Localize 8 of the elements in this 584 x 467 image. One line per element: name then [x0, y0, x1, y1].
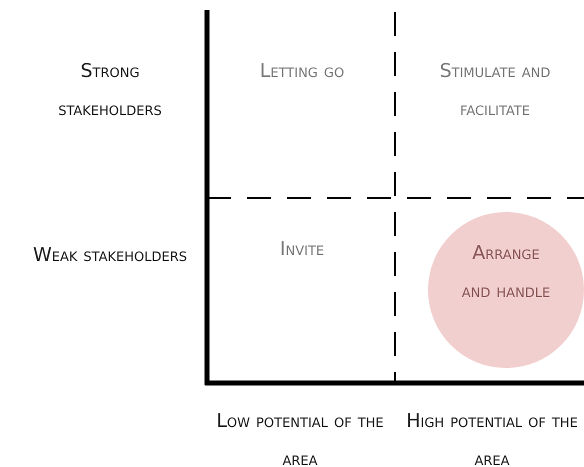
axis-label: Strong stakeholders: [57, 59, 163, 122]
quadrant-label: Arrange and handle: [460, 241, 552, 304]
quadrant-label: Letting go: [260, 59, 344, 84]
quadrant-label: Invite: [280, 237, 324, 262]
axis-label: High potential of the area: [405, 409, 579, 467]
axis-label: Weak stakeholders: [32, 243, 188, 268]
axis-label: Low potential of the area: [215, 409, 385, 467]
quadrant-label: Stimulate and facilitate: [438, 59, 552, 122]
